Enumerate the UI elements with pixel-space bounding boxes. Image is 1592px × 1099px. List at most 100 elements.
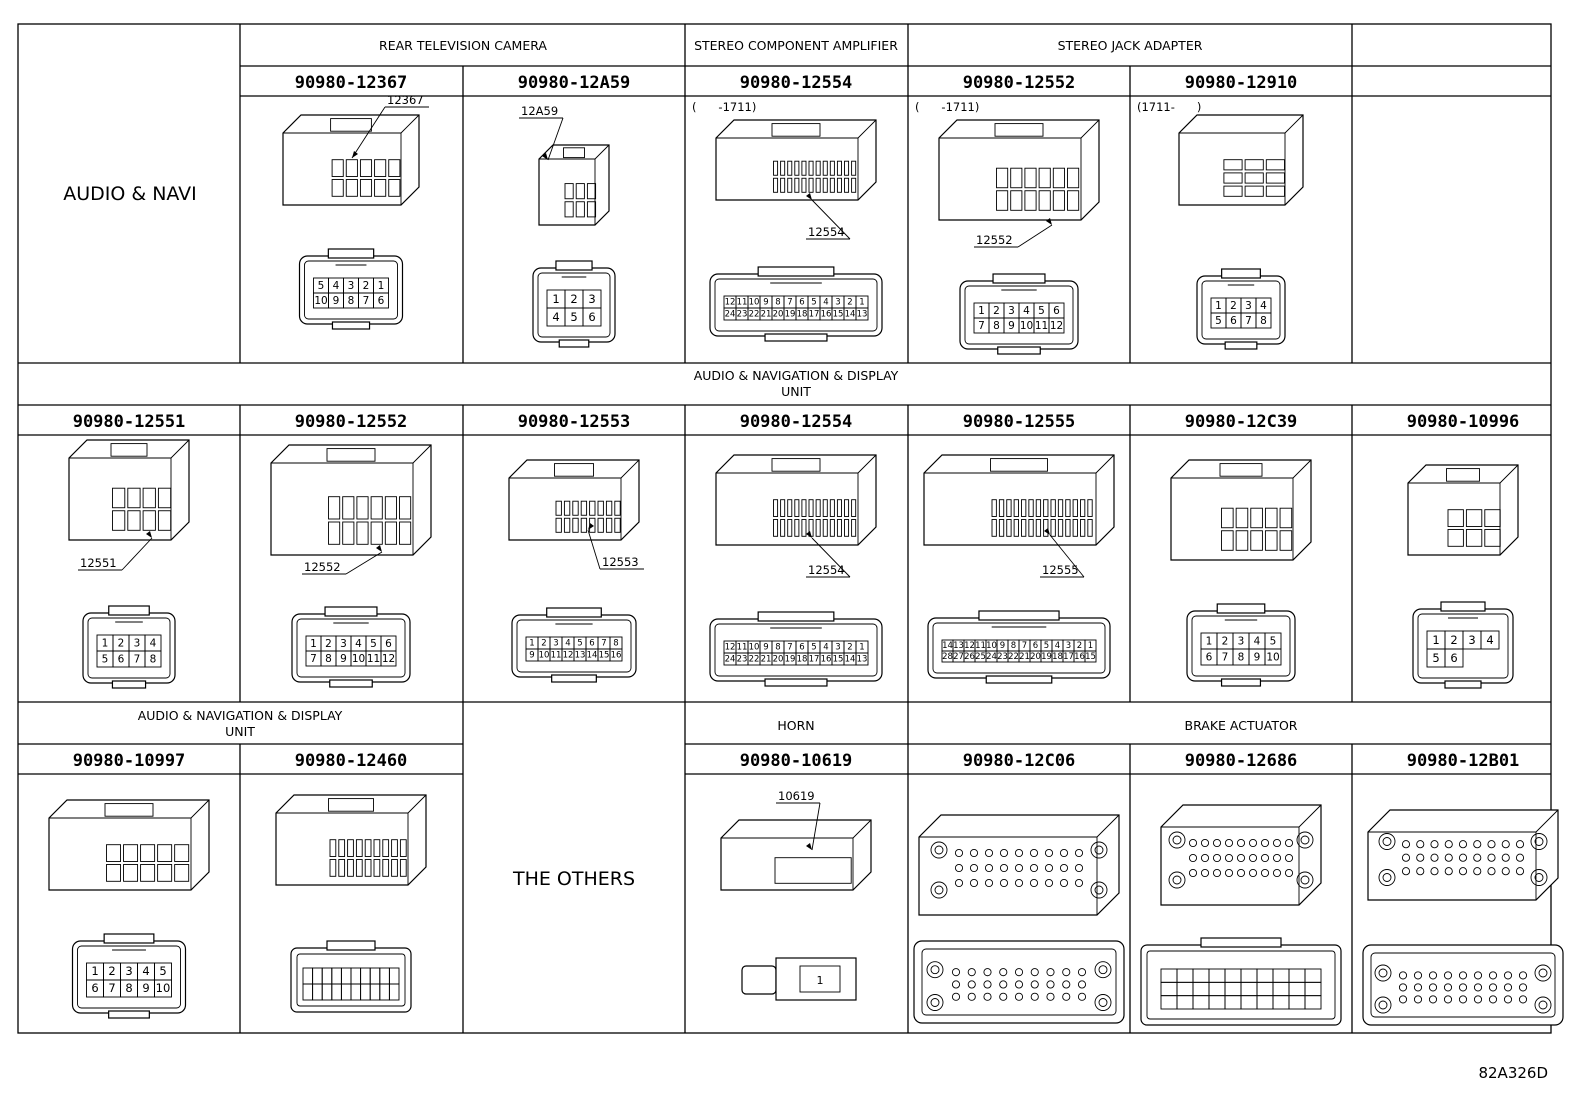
pin-number: 2 [541, 639, 546, 649]
pin-number: 7 [1222, 652, 1229, 664]
pin-number: 10 [749, 643, 760, 653]
part-number: 90980-12686 [1185, 751, 1298, 771]
serial-note: ( -1711) [915, 100, 979, 114]
pin-number: 18 [1052, 652, 1063, 662]
callout-12555: 12555 [1040, 528, 1085, 578]
pin-number: 10 [539, 651, 550, 661]
part-number: 90980-10619 [740, 751, 853, 771]
part-number: 90980-12C39 [1185, 412, 1298, 432]
pin-number: 3 [835, 643, 840, 653]
pin-number: 15 [833, 655, 844, 665]
part-number: 90980-12552 [295, 412, 408, 432]
pin-number: 5 [811, 643, 816, 653]
callout-label: 12554 [808, 225, 845, 239]
pin-number: 6 [799, 298, 804, 308]
pin-number: 5 [570, 310, 577, 324]
connector-body-12910 [1178, 114, 1304, 206]
pin-number: 7 [1245, 315, 1252, 327]
connector-face-12460 [290, 940, 412, 1013]
pin-number: 3 [1245, 300, 1252, 312]
pin-number: 5 [370, 638, 377, 650]
pin-number: 7 [310, 653, 317, 665]
pin-number: 14 [845, 310, 856, 320]
pin-number: 1 [859, 643, 864, 653]
pin-number: 2 [1230, 300, 1237, 312]
pin-number: 8 [150, 654, 157, 666]
pin-number: 12 [725, 298, 736, 308]
pin-number: 2 [1450, 633, 1457, 647]
pin-number: 10 [156, 981, 171, 995]
pin-number: 27 [953, 652, 964, 662]
callout-label: 10619 [778, 789, 815, 803]
connector-body-12460 [275, 794, 427, 886]
pin-number: 1 [1206, 636, 1213, 648]
pin-number: 11 [1035, 320, 1048, 332]
pin-number: 8 [1011, 641, 1016, 651]
pin-number: 13 [857, 655, 868, 665]
pin-number: 1 [552, 292, 559, 306]
pin-number: 4 [823, 643, 828, 653]
pin-number: 11 [367, 653, 380, 665]
pin-number: 7 [108, 981, 115, 995]
pin-number: 3 [134, 638, 141, 650]
pin-number: 23 [737, 655, 748, 665]
pin-number: 8 [1238, 652, 1245, 664]
pin-number: 11 [975, 641, 986, 651]
figure-code: 82A326D [1478, 1064, 1548, 1082]
part-number: 90980-12554 [740, 73, 853, 93]
pin-number: 22 [749, 655, 760, 665]
pin-number: 4 [1486, 633, 1493, 647]
pin-number: 12 [563, 651, 574, 661]
pin-number: 5 [811, 298, 816, 308]
pin-number: 19 [1041, 652, 1052, 662]
pin-number: 7 [134, 654, 141, 666]
pin-number: 11 [551, 651, 562, 661]
group-title-audio-nav-display: AUDIO & NAVIGATION & DISPLAY [694, 368, 899, 383]
pin-number: 6 [1450, 651, 1457, 665]
pin-number: 9 [1000, 641, 1005, 651]
connector-face-12b01 [1362, 944, 1564, 1026]
part-number: 90980-12C06 [963, 751, 1076, 771]
callout-12551: 12551 [78, 531, 153, 571]
pin-number: 5 [102, 654, 109, 666]
pin-number: 6 [799, 643, 804, 653]
pin-number: 1 [817, 974, 824, 987]
pin-number: 23 [997, 652, 1008, 662]
callout-12367: 12367 [351, 93, 429, 159]
callout-10619: 10619 [776, 789, 821, 851]
pin-number: 14 [845, 655, 856, 665]
pin-number: 20 [773, 655, 784, 665]
callout-12a59: 12A59 [519, 104, 564, 161]
pin-number: 7 [1022, 641, 1027, 651]
connector-body-12686 [1160, 804, 1322, 906]
pin-number: 2 [847, 298, 852, 308]
connector-body-12c39 [1170, 459, 1312, 561]
pin-number: 6 [588, 310, 595, 324]
callout-label: 12367 [387, 93, 424, 107]
pin-number: 3 [348, 280, 355, 292]
grid [17, 23, 1552, 1034]
pin-number: 26 [964, 652, 975, 662]
connector-body-12c06 [918, 814, 1120, 916]
pin-number: 6 [118, 654, 125, 666]
pin-number: 22 [1008, 652, 1019, 662]
serial-note: (1711- ) [1137, 100, 1201, 114]
pin-number: 5 [1270, 636, 1277, 648]
pin-number: 6 [91, 981, 98, 995]
connector-body-12367 [282, 114, 420, 206]
pin-number: 10 [314, 295, 327, 307]
pin-number: 6 [1230, 315, 1237, 327]
connector-body-12b01 [1367, 809, 1559, 901]
pin-number: 13 [953, 641, 964, 651]
part-number: 90980-12551 [73, 412, 186, 432]
pin-number: 6 [1206, 652, 1213, 664]
connector-face-10619: 1 [741, 957, 857, 1001]
pin-number: 10 [986, 641, 997, 651]
